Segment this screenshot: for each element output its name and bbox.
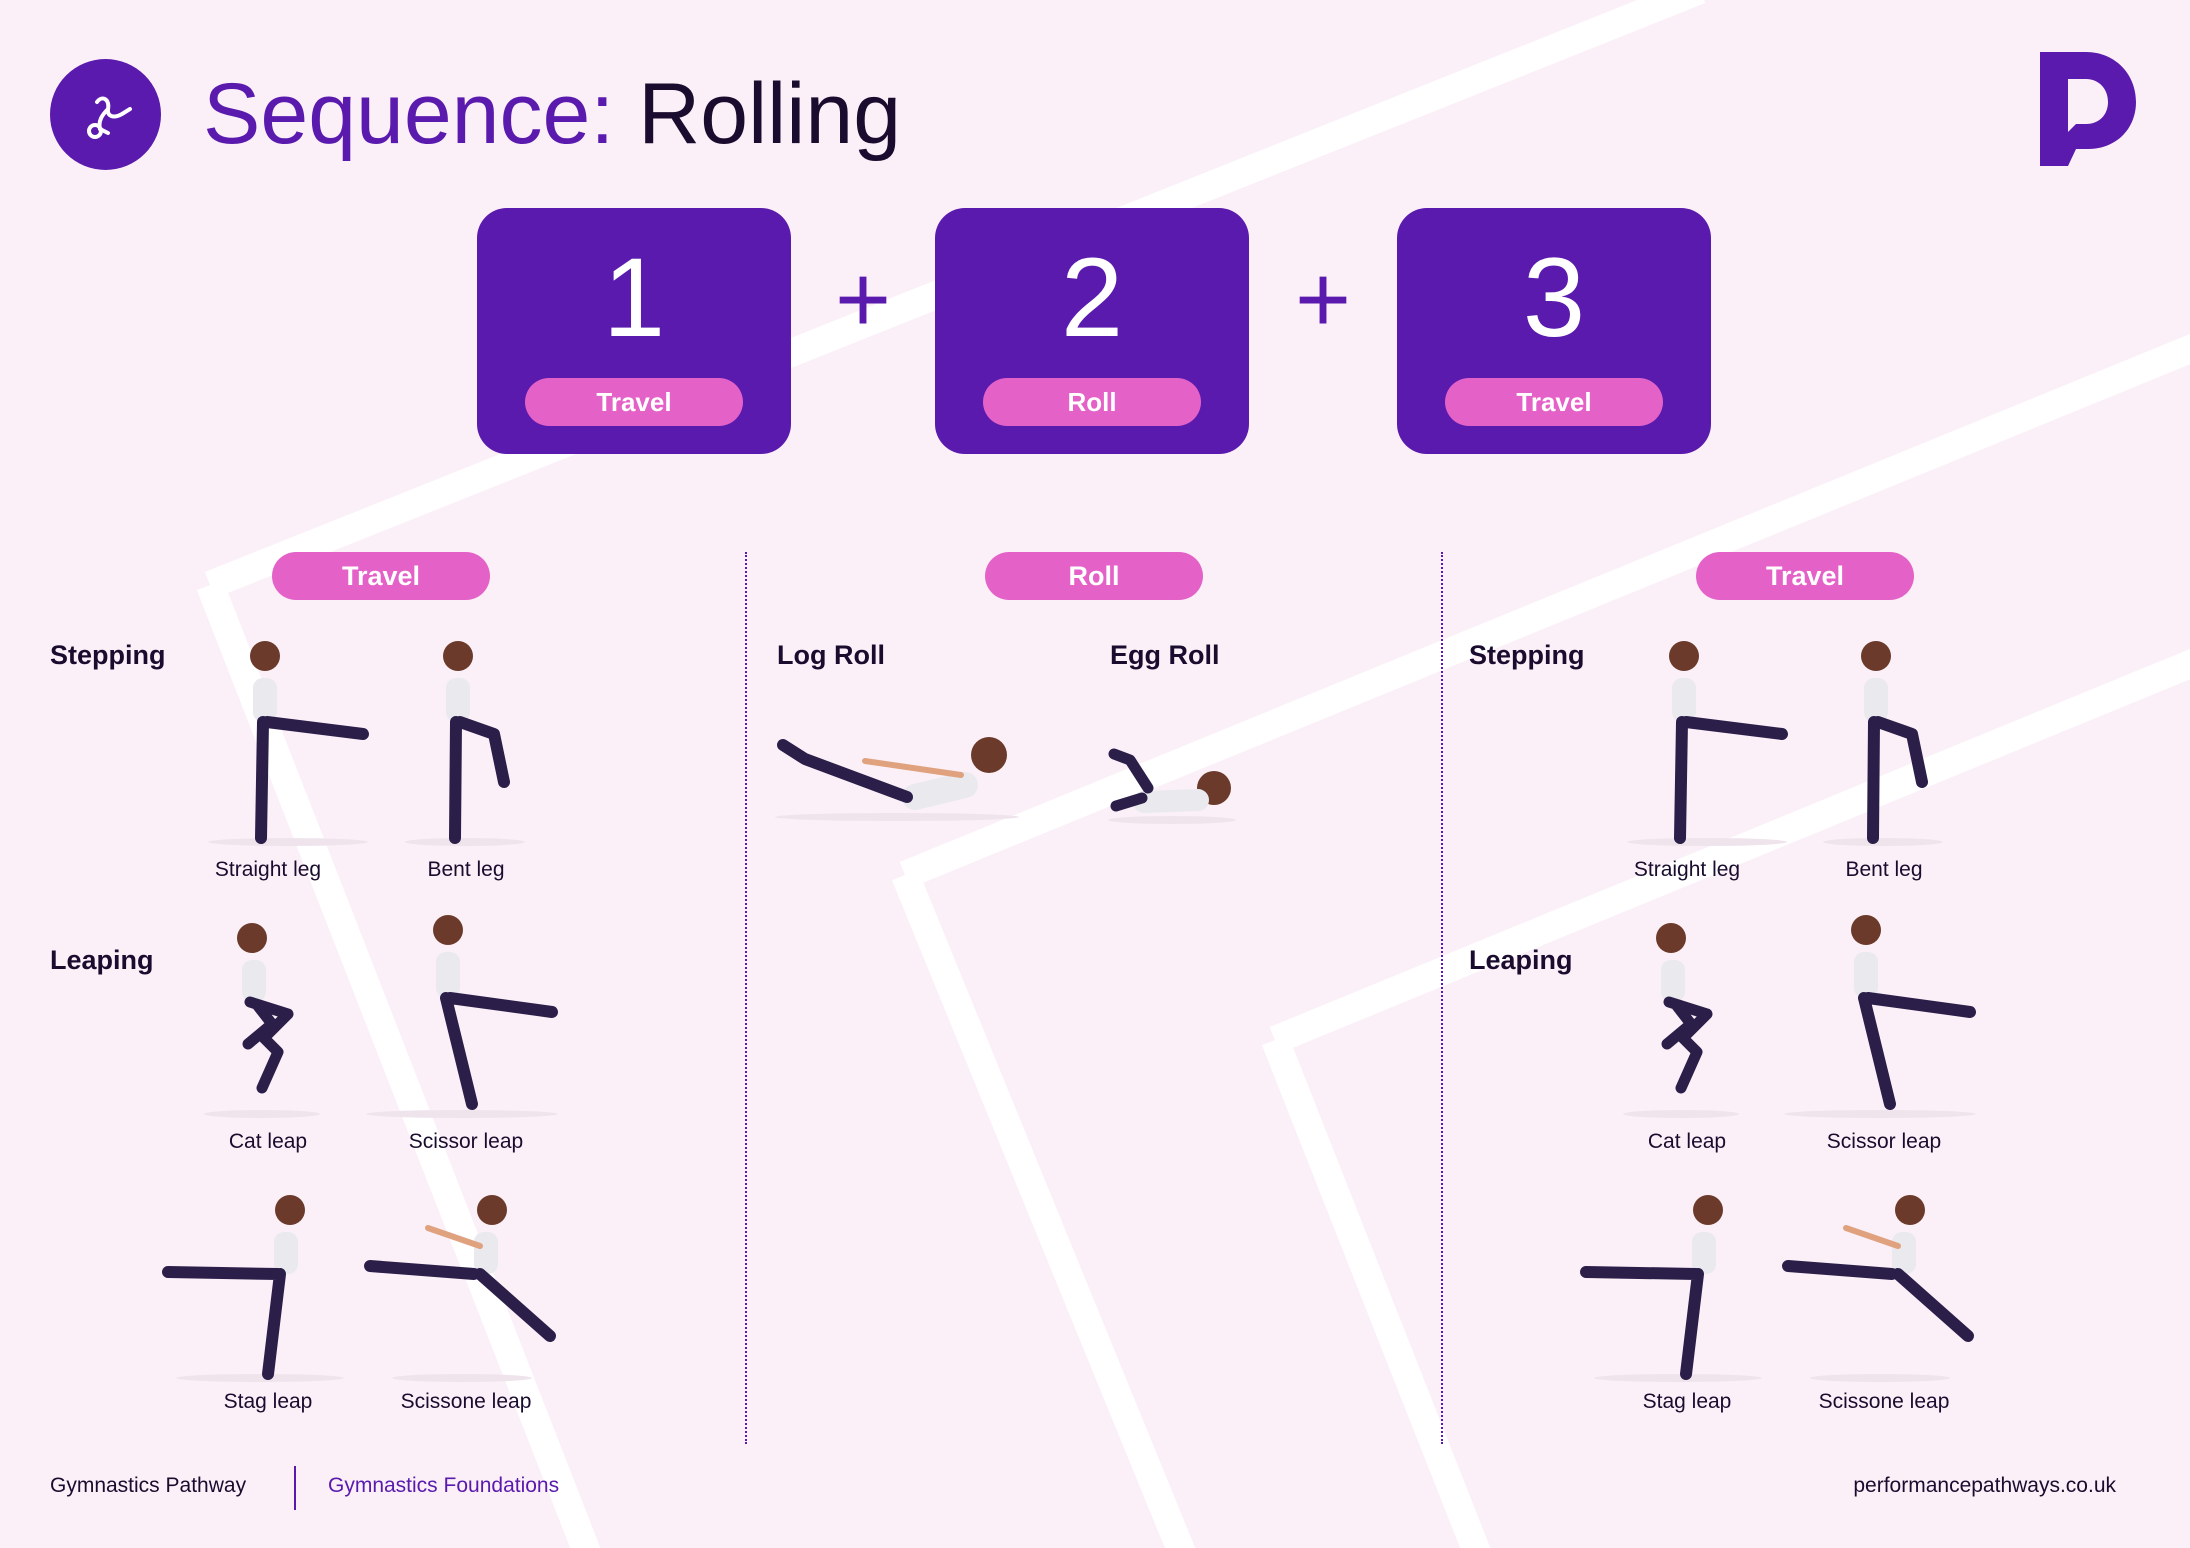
figure-scissor-leap	[362, 902, 558, 1122]
caption-stag-leap: Stag leap	[223, 1390, 313, 1413]
sequence-number: 3	[1522, 235, 1586, 360]
figure-cat-leap	[1619, 902, 1789, 1122]
caption-stag-leap: Stag leap	[1642, 1390, 1732, 1413]
caption-straight-leg: Straight leg	[214, 858, 322, 881]
caption-scissor-leap: Scissor leap	[408, 1130, 524, 1153]
figure-straight-leg	[203, 630, 373, 850]
performance-pathways-logo	[2040, 52, 2136, 166]
caption-scissone-leap: Scissone leap	[1818, 1390, 1950, 1413]
category-leaping: Leaping	[1469, 945, 1573, 975]
figure-egg-roll	[1108, 738, 1243, 828]
figure-straight-leg	[1622, 630, 1792, 850]
caption-cat-leap: Cat leap	[228, 1130, 308, 1153]
footer-pathway: Gymnastics Pathway	[50, 1474, 247, 1497]
figure-scissone-leap	[362, 1186, 562, 1406]
caption-scissor-leap: Scissor leap	[1826, 1130, 1942, 1153]
sequence-number: 1	[602, 235, 666, 360]
roll-log-roll: Log Roll	[777, 640, 885, 670]
caption-bent-leg: Bent leg	[427, 858, 505, 881]
sequence-card-2: 2 Roll	[935, 208, 1249, 454]
sequence-card-1: 1 Travel	[477, 208, 791, 454]
category-stepping: Stepping	[50, 640, 166, 670]
column-heading-travel-right: Travel	[1696, 552, 1914, 600]
figure-stag-leap	[1578, 1186, 1768, 1406]
caption-straight-leg: Straight leg	[1633, 858, 1741, 881]
figure-scissor-leap	[1780, 902, 1976, 1122]
column-divider	[1441, 552, 1443, 1444]
footer-divider	[294, 1466, 296, 1510]
category-stepping: Stepping	[1469, 640, 1585, 670]
figure-cat-leap	[200, 902, 370, 1122]
footer-foundations: Gymnastics Foundations	[328, 1474, 560, 1497]
sequence-card-3: 3 Travel	[1397, 208, 1711, 454]
roll-egg-roll: Egg Roll	[1110, 640, 1220, 670]
column-divider	[745, 552, 747, 1444]
title-main: Rolling	[638, 66, 902, 162]
column-heading-travel-left: Travel	[272, 552, 490, 600]
page-title: Sequence: Rolling	[203, 62, 901, 166]
plus-sign: +	[1294, 246, 1352, 353]
figure-bent-leg	[400, 630, 570, 850]
header-logo	[50, 59, 161, 170]
figure-bent-leg	[1818, 630, 1988, 850]
figure-scissone-leap	[1780, 1186, 1980, 1406]
category-leaping: Leaping	[50, 945, 154, 975]
footer-website-link[interactable]: performancepathways.co.uk	[1853, 1474, 2116, 1497]
sequence-label: Travel	[525, 378, 743, 426]
column-heading-roll: Roll	[985, 552, 1203, 600]
caption-scissone-leap: Scissone leap	[400, 1390, 532, 1413]
sequence-label: Travel	[1445, 378, 1663, 426]
gymnast-icon	[87, 96, 132, 139]
caption-bent-leg: Bent leg	[1845, 858, 1923, 881]
figure-log-roll	[775, 725, 1025, 825]
figure-stag-leap	[160, 1186, 350, 1406]
sequence-label: Roll	[983, 378, 1201, 426]
title-prefix: Sequence:	[203, 66, 615, 162]
sequence-number: 2	[1060, 235, 1124, 360]
plus-sign: +	[834, 246, 892, 353]
caption-cat-leap: Cat leap	[1647, 1130, 1727, 1153]
